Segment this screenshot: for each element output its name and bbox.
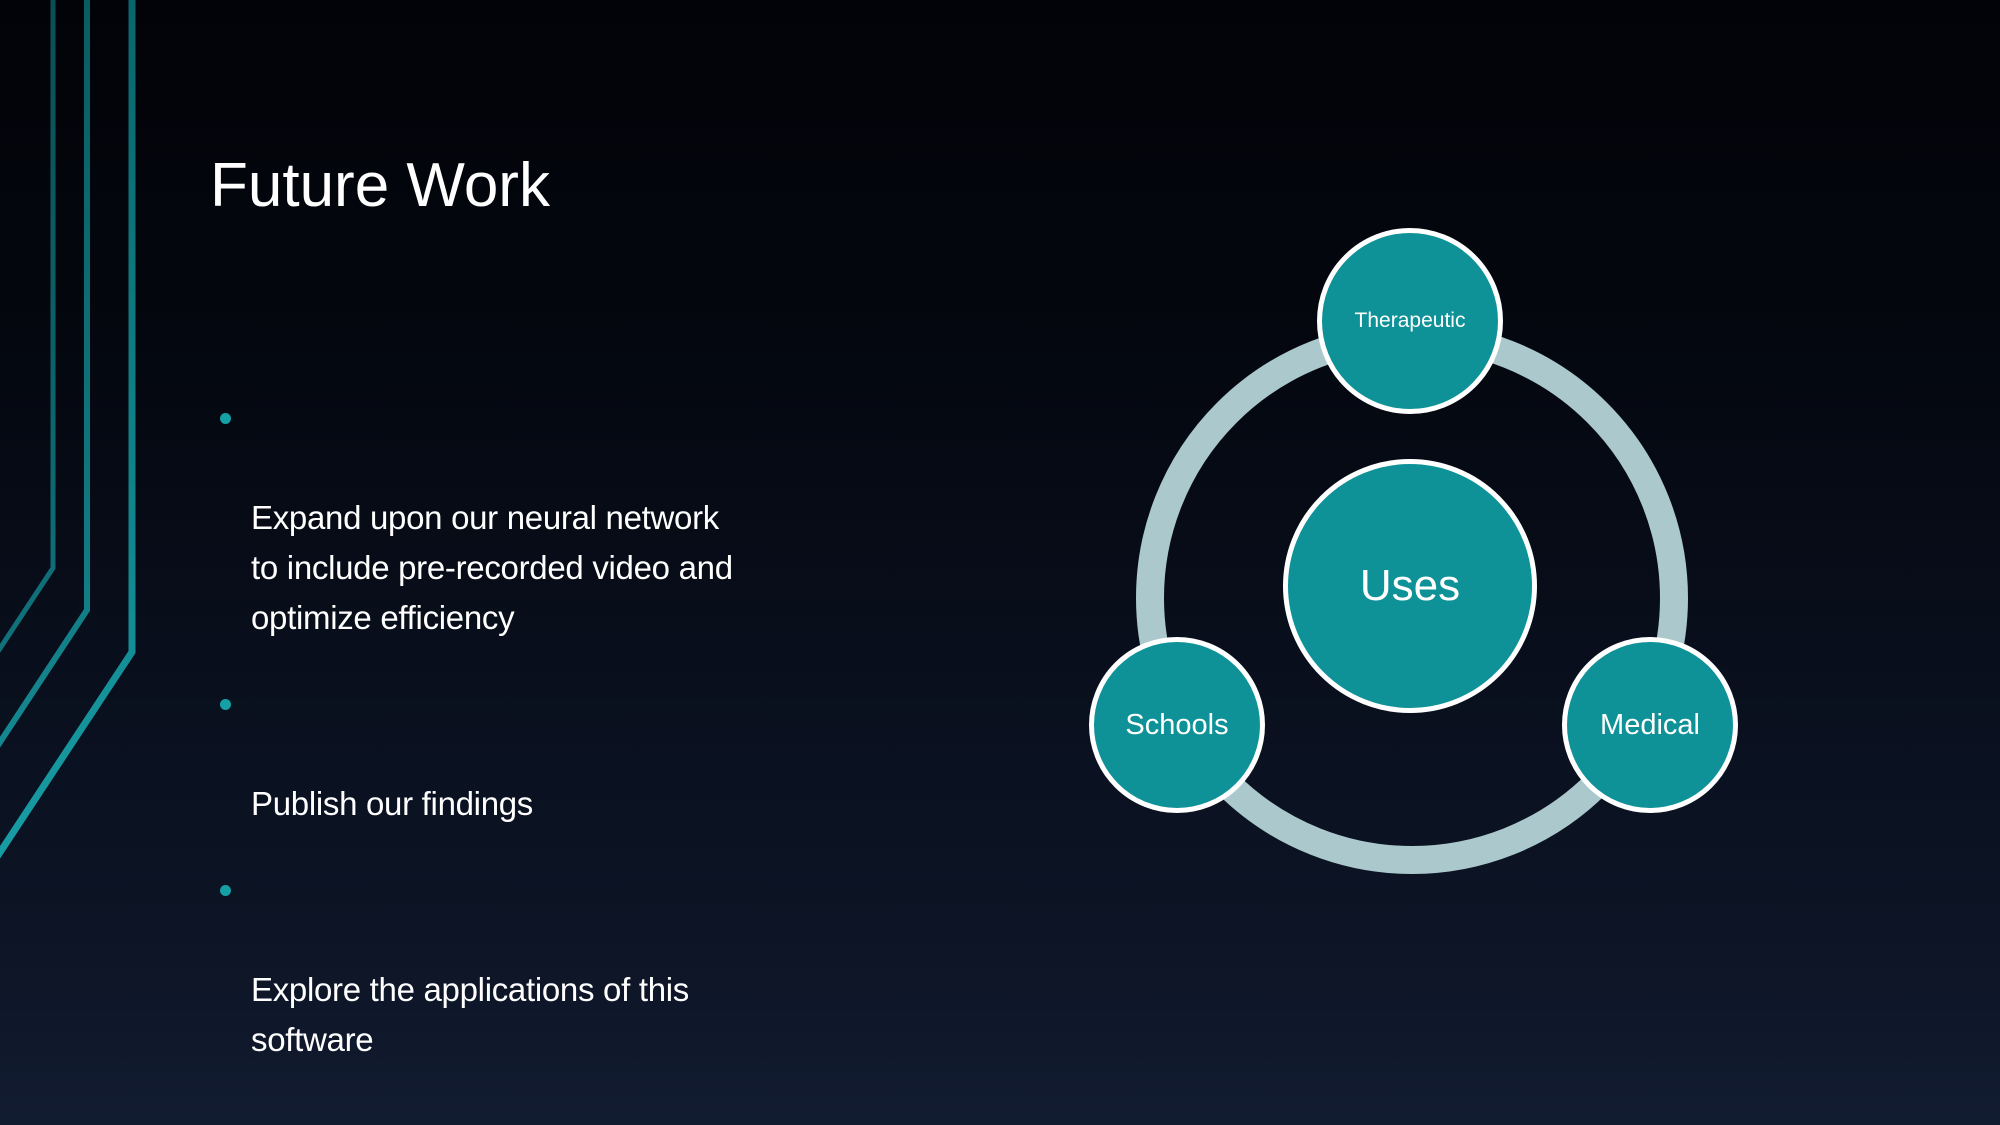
bullet-item: Explore the applications of this softwar… <box>220 865 920 1065</box>
slide-title: Future Work <box>210 151 550 220</box>
decor-line-outer <box>0 0 136 859</box>
bullet-dot-icon <box>220 885 231 896</box>
bullet-text: Publish our findings <box>251 785 534 822</box>
node-label: Uses <box>1359 561 1461 610</box>
diagram-node-medical: Medical <box>1562 637 1738 813</box>
bullet-dot-icon <box>220 413 231 424</box>
bullet-text: Expand upon our neural network to includ… <box>251 499 733 636</box>
node-label: Medical <box>1600 708 1700 741</box>
bullet-item: Publish our findings <box>220 679 920 829</box>
decor-line-middle <box>0 0 90 748</box>
bullet-dot-icon <box>220 699 231 710</box>
bullet-item: Expand upon our neural network to includ… <box>220 393 920 643</box>
bullet-list: Expand upon our neural network to includ… <box>220 393 920 1101</box>
bullet-text: Explore the applications of this softwar… <box>251 971 689 1058</box>
node-label: Therapeutic <box>1354 309 1466 332</box>
diagram-node-therapeutic: Therapeutic <box>1317 228 1503 414</box>
diagram-node-schools: Schools <box>1089 637 1265 813</box>
decor-line-inner <box>0 0 56 653</box>
diagram-node-uses: Uses <box>1283 459 1537 713</box>
node-label: Schools <box>1125 708 1229 741</box>
